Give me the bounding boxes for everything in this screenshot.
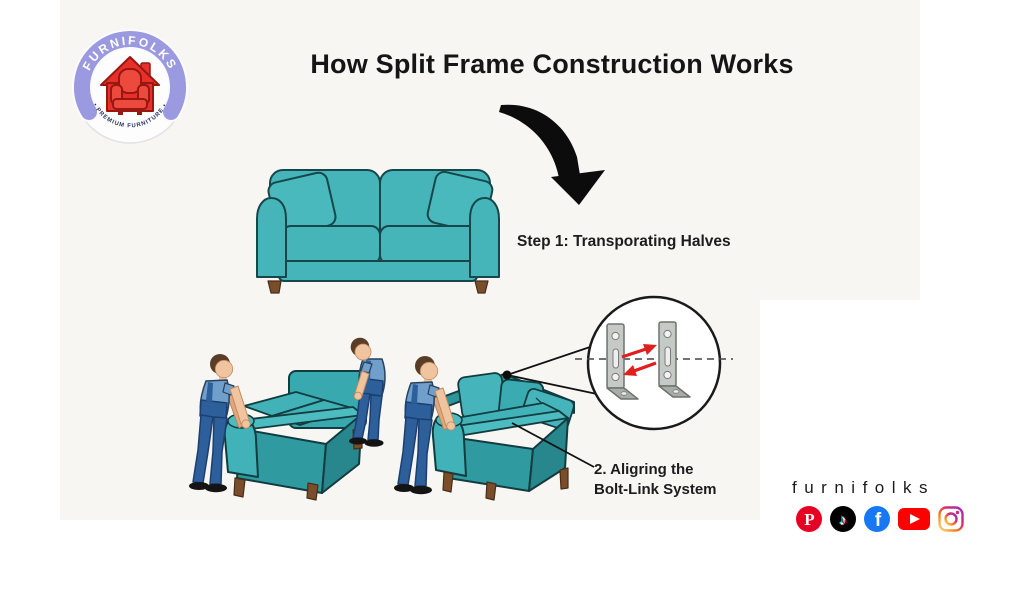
alignment-arrows xyxy=(621,344,657,376)
step2-label: 2. Aligring the Bolt-Link System xyxy=(594,460,717,500)
bracket-right xyxy=(658,321,691,398)
logo-arc-band xyxy=(74,31,186,120)
curved-arrow xyxy=(499,104,605,205)
mover-head xyxy=(214,359,234,379)
tiktok-icon: ♪ ♪ ♪ xyxy=(830,506,856,532)
pinterest-icon: P xyxy=(796,506,822,532)
sofa2-legs xyxy=(442,467,569,501)
callout-line-step2 xyxy=(511,422,595,468)
step1-label: Step 1: Transporating Halves xyxy=(517,233,731,250)
callout-lines xyxy=(506,345,598,395)
page-title: How Split Frame Construction Works xyxy=(310,49,794,79)
sofa-half-1 xyxy=(223,370,367,501)
mover-1 xyxy=(189,354,251,493)
sofa-half-2 xyxy=(431,372,575,501)
svg-text:♪: ♪ xyxy=(838,511,846,528)
facebook-icon: f xyxy=(864,506,890,532)
assembled-sofa xyxy=(256,169,500,294)
callout-dot xyxy=(502,370,512,380)
social-icons-row: P ♪ ♪ ♪ f xyxy=(795,505,965,533)
svg-text:♪: ♪ xyxy=(839,512,847,529)
footer-brand-text: furnifolks xyxy=(792,478,936,497)
mover-2 xyxy=(349,337,386,447)
step2-line2: Bolt-Link System xyxy=(594,481,717,498)
sofa-left-arm xyxy=(256,197,287,278)
magnifier-detail xyxy=(575,295,733,431)
svg-text:♪: ♪ xyxy=(840,512,848,529)
furnifolks-logo: FURNIFOLKS • PREMIUM FURNITURE • xyxy=(72,29,188,144)
mover-head xyxy=(354,343,372,361)
sofa-legs xyxy=(267,280,489,294)
house-armchair-icon xyxy=(100,56,160,115)
instagram-icon xyxy=(938,506,964,532)
svg-text:P: P xyxy=(804,510,814,529)
youtube-icon xyxy=(898,508,930,530)
sofa-right-arm xyxy=(469,197,500,278)
svg-text:f: f xyxy=(875,510,882,531)
step2-line1: 2. Aligring the xyxy=(594,461,694,478)
